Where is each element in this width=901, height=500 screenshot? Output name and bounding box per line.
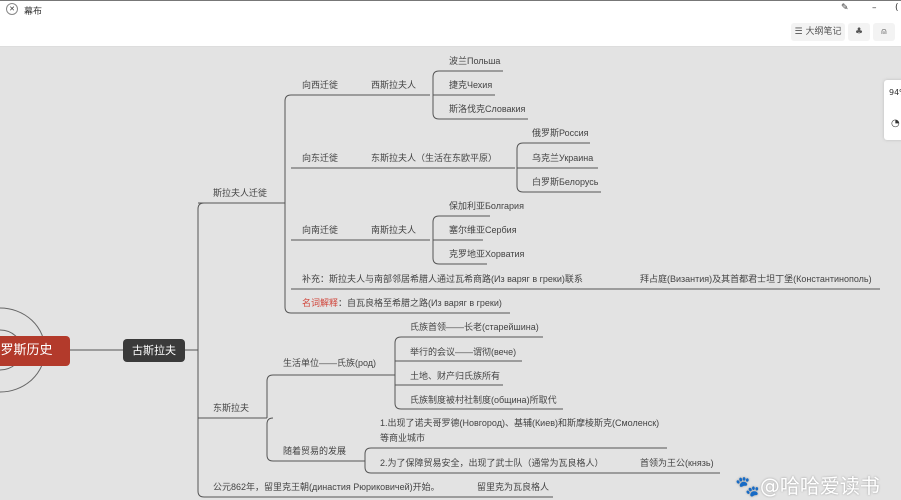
- list-item[interactable]: 克罗地亚Хорватия: [449, 249, 525, 259]
- outline-notes-button[interactable]: ☰ 大纲笔记: [791, 23, 845, 41]
- topic-byzantium[interactable]: 拜占庭(Византия)及其首都君士坦丁堡(Константинополь): [640, 274, 872, 284]
- share-button[interactable]: ⍝: [873, 23, 895, 41]
- topic-rurik-child[interactable]: 留里克为瓦良格人: [477, 482, 550, 492]
- topic-east[interactable]: 向东迁徙: [302, 153, 339, 163]
- zoom-panel: 94% ◔: [884, 80, 901, 140]
- topic-term[interactable]: 名词解释：自瓦良格至希腊之路(Из варяг в греки): [302, 298, 502, 309]
- topic-trade[interactable]: 随着贸易的发展: [283, 446, 347, 456]
- list-item[interactable]: 白罗斯Белорусь: [532, 177, 599, 187]
- list-item[interactable]: 举行的会议——谓彻(вече): [410, 347, 517, 357]
- list-item[interactable]: 捷克Чехия: [449, 80, 493, 90]
- list-item[interactable]: 斯洛伐克Словакия: [449, 104, 526, 114]
- watermark-text: @哈哈爱读书: [759, 474, 880, 498]
- list-item[interactable]: 氏族制度被村社制度(община)所取代: [410, 395, 557, 405]
- list-item[interactable]: 俄罗斯Россия: [532, 128, 589, 138]
- title-bar: ✕ 幕布 ✎ – (: [0, 0, 901, 18]
- list-item-continued: 等商业城市: [380, 433, 426, 443]
- mubu-logo-icon: ✕: [6, 3, 18, 15]
- mindmap-style-icon: ♣: [854, 27, 864, 37]
- watermark: 🐾@哈哈爱读书: [735, 474, 880, 498]
- topic-unit[interactable]: 生活单位——氏族(род): [283, 358, 377, 368]
- root-node[interactable]: 俄罗斯历史: [0, 336, 70, 366]
- list-item[interactable]: 1.出现了诺夫哥罗德(Новгород)、基辅(Киев)和斯摩棱斯克(Смол…: [380, 418, 660, 428]
- list-item[interactable]: 2.为了保障贸易安全，出现了武士队（通常为瓦良格人）: [380, 458, 604, 468]
- list-item[interactable]: 波兰Польша: [449, 56, 501, 66]
- minimize-icon[interactable]: –: [872, 3, 877, 13]
- topic-west[interactable]: 向西迁徙: [302, 80, 339, 90]
- topic-south[interactable]: 向南迁徙: [302, 225, 339, 235]
- outline-label: 大纲笔记: [805, 27, 842, 37]
- zoom-level[interactable]: 94%: [889, 88, 901, 97]
- gauge-icon[interactable]: ◔: [891, 118, 900, 129]
- topic-west-group[interactable]: 西斯拉夫人: [371, 80, 417, 90]
- list-item[interactable]: 氏族首领——长老(старейшина): [410, 322, 539, 332]
- pin-icon[interactable]: ✎: [841, 3, 849, 13]
- term-label: 名词解释: [302, 298, 339, 308]
- close-icon[interactable]: (: [895, 3, 899, 13]
- topic-supplement[interactable]: 补充：斯拉夫人与南部邻居希腊人通过瓦希商路(Из варяг в греки)联…: [302, 274, 583, 284]
- topic-rurik[interactable]: 公元862年，留里克王朝(династия Рюриковичей)开始。: [213, 482, 440, 492]
- share-icon: ⍝: [881, 27, 887, 37]
- list-item[interactable]: 塞尔维亚Сербия: [449, 225, 517, 235]
- term-text: ：自瓦良格至希腊之路(Из варяг в греки): [338, 298, 502, 308]
- topic-prince[interactable]: 首领为王公(князь): [640, 458, 714, 468]
- topic-east-slavs[interactable]: 东斯拉夫: [213, 403, 250, 413]
- outline-icon: ☰: [794, 27, 803, 37]
- main-topic-node[interactable]: 古斯拉夫: [123, 339, 185, 362]
- list-item[interactable]: 乌克兰Украина: [532, 153, 594, 163]
- list-item[interactable]: 保加利亚Болгария: [449, 201, 524, 211]
- topic-south-group[interactable]: 南斯拉夫人: [371, 225, 417, 235]
- window-title: 幕布: [24, 7, 43, 17]
- list-item[interactable]: 土地、财产归氏族所有: [410, 371, 501, 381]
- topic-east-group[interactable]: 东斯拉夫人（生活在东欧平原）: [371, 153, 498, 163]
- baidu-paw-icon: 🐾: [735, 474, 760, 498]
- toolbar: ☰ 大纲笔记 ♣ ⍝: [0, 18, 901, 47]
- topic-migration[interactable]: 斯拉夫人迁徙: [213, 188, 268, 198]
- mindmap-style-button[interactable]: ♣: [848, 23, 870, 41]
